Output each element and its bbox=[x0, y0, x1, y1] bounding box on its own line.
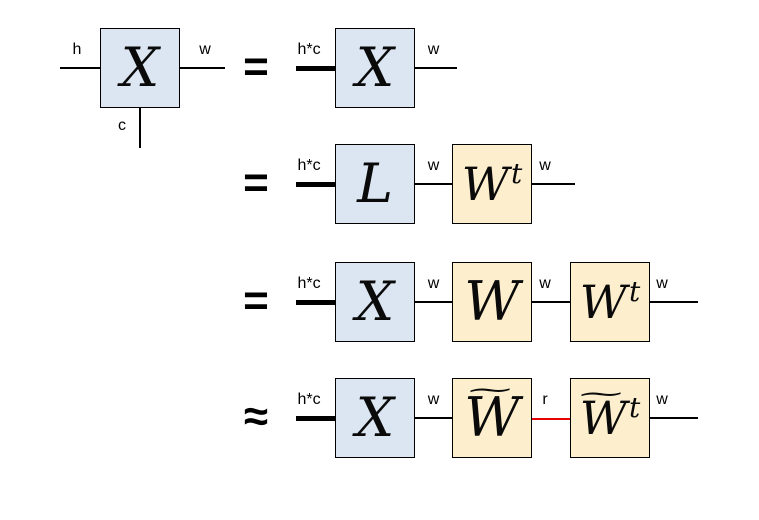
standalone-left-leg-line bbox=[60, 67, 100, 69]
box-letter: W bbox=[464, 270, 520, 333]
row2-lead-label: h*c bbox=[297, 157, 321, 174]
box-letter: X bbox=[120, 36, 160, 99]
row4-box-W-tilde: ~W bbox=[452, 378, 532, 458]
row3-link-label-w3: w bbox=[656, 275, 668, 292]
row4-lead-label: h*c bbox=[297, 391, 321, 408]
row2-link-line-1 bbox=[415, 183, 452, 185]
box-letter: L bbox=[357, 152, 393, 215]
equals-sign-row3: = bbox=[243, 276, 269, 325]
approx-sign-row4: ≈ bbox=[243, 392, 269, 441]
standalone-left-leg-label: h bbox=[72, 41, 82, 58]
row2-lead-line bbox=[296, 182, 336, 187]
row3-box-W: W bbox=[452, 262, 532, 342]
row1-trailing-line bbox=[415, 67, 457, 69]
row3-link-line-2 bbox=[532, 301, 570, 303]
standalone-right-leg-line bbox=[180, 67, 225, 69]
standalone-box-X: X bbox=[100, 28, 180, 108]
tilde-accent: ~ bbox=[463, 376, 516, 404]
box-letter: X bbox=[355, 270, 395, 333]
row1-link-label-w: w bbox=[427, 41, 440, 58]
row3-link-label-w1: w bbox=[427, 275, 440, 292]
row4-link-line-1 bbox=[415, 417, 452, 419]
equals-sign-row2: = bbox=[243, 158, 269, 207]
row1-box-X: X bbox=[335, 28, 415, 108]
row1-lead-line bbox=[296, 66, 336, 71]
standalone-bottom-leg-line bbox=[139, 108, 141, 148]
row2-link-label-w1: w bbox=[427, 157, 440, 174]
box-letter: X bbox=[355, 36, 395, 99]
row2-link-label-w2: w bbox=[539, 157, 551, 174]
row2-box-L: L bbox=[335, 144, 415, 224]
row4-box-X: X bbox=[335, 378, 415, 458]
row3-trailing-line bbox=[650, 301, 698, 303]
row3-link-line-1 bbox=[415, 301, 452, 303]
row1-lead-label: h*c bbox=[297, 41, 321, 58]
row2-trailing-line bbox=[532, 183, 575, 185]
row3-lead-line bbox=[296, 300, 336, 305]
equals-sign-row1: = bbox=[243, 42, 269, 91]
standalone-bottom-leg-label: c bbox=[118, 117, 126, 134]
box-letter: ~W bbox=[463, 376, 520, 449]
row3-link-label-w2: w bbox=[539, 275, 551, 292]
row4-link-label-r: r bbox=[542, 391, 548, 408]
row4-link-line-r-red bbox=[532, 418, 570, 420]
tilde-accent: ~ bbox=[575, 380, 628, 408]
standalone-right-leg-label: w bbox=[199, 41, 211, 58]
box-letter: X bbox=[355, 386, 395, 449]
row4-link-label-w1: w bbox=[427, 391, 440, 408]
row4-lead-line bbox=[296, 416, 336, 421]
row4-trailing-line bbox=[650, 417, 698, 419]
row3-lead-label: h*c bbox=[297, 275, 321, 292]
row3-box-X: X bbox=[335, 262, 415, 342]
row4-link-label-w2: w bbox=[656, 391, 668, 408]
